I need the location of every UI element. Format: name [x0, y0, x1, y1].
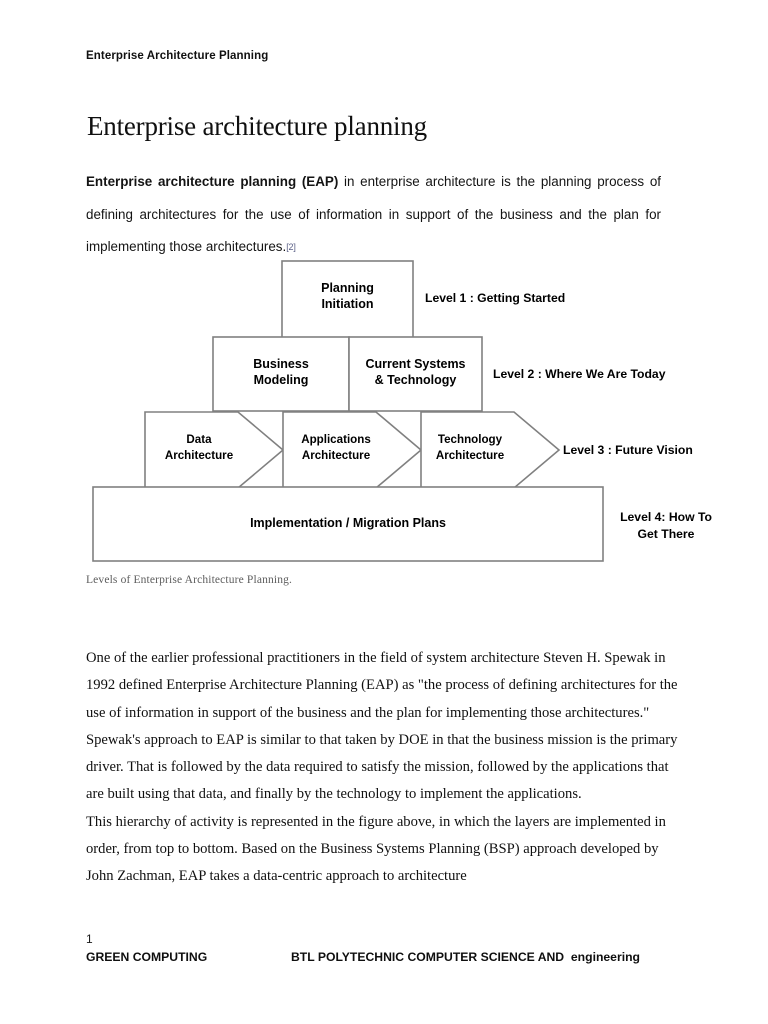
- box-implementation-migration-plans-label: Implementation / Migration Plans: [250, 516, 446, 530]
- box-applications-architecture: [282, 411, 423, 489]
- box-current-systems-line-2: & Technology: [375, 373, 457, 387]
- footer-page-number: 1: [86, 932, 93, 946]
- lead-paragraph: Enterprise architecture planning (EAP) i…: [86, 166, 661, 264]
- level-1-label: Level 1 : Getting Started: [425, 291, 565, 305]
- box-business-modeling-line-2: Modeling: [254, 373, 309, 387]
- level-4-label-line-1: Level 4: How To: [620, 510, 712, 524]
- body-paragraph-2: This hierarchy of activity is represente…: [86, 813, 666, 885]
- box-business-modeling: [212, 336, 350, 412]
- body-text: One of the earlier professional practiti…: [86, 645, 686, 891]
- box-technology-architecture: [420, 411, 561, 489]
- box-planning-initiation: [281, 260, 414, 339]
- figure-caption: Levels of Enterprise Architecture Planni…: [86, 574, 293, 586]
- running-header: Enterprise Architecture Planning: [86, 50, 269, 62]
- level-4-label-line-2: Get There: [638, 527, 695, 541]
- box-data-architecture-line-1: Data: [186, 433, 212, 446]
- box-applications-architecture-line-2: Architecture: [302, 449, 371, 462]
- box-data-architecture: [144, 411, 285, 489]
- footer-right-tail: engineering: [564, 950, 640, 964]
- level-2-group: Business Modeling Current Systems & Tech…: [212, 336, 666, 412]
- footer-right-main: BTL POLYTECHNIC COMPUTER SCIENCE AND: [291, 950, 565, 964]
- footer-row: GREEN COMPUTING BTL POLYTECHNIC COMPUTER…: [86, 950, 686, 964]
- footer-left-text: GREEN COMPUTING: [86, 950, 208, 964]
- level-1-group: Planning Initiation Level 1 : Getting St…: [281, 260, 565, 339]
- citation-marker[interactable]: [2]: [286, 242, 296, 252]
- lead-bold-term: Enterprise architecture planning (EAP): [86, 174, 339, 189]
- box-data-architecture-line-2: Architecture: [165, 449, 234, 462]
- footer-right-text: BTL POLYTECHNIC COMPUTER SCIENCE AND eng…: [291, 950, 640, 964]
- box-implementation-migration-plans: [92, 486, 604, 562]
- level-4-group: Implementation / Migration Plans Level 4…: [92, 486, 712, 562]
- level-3-group: Data Architecture Applications Architect…: [144, 411, 693, 489]
- lead-rest: in enterprise architecture is the planni…: [86, 174, 661, 254]
- box-technology-architecture-line-1: Technology: [438, 433, 503, 446]
- box-current-systems-technology: [348, 336, 483, 412]
- page-footer: 1 GREEN COMPUTING BTL POLYTECHNIC COMPUT…: [86, 931, 686, 964]
- box-current-systems-line-1: Current Systems: [365, 357, 465, 371]
- page-title: Enterprise architecture planning: [87, 111, 427, 142]
- box-business-modeling-line-1: Business: [253, 357, 309, 371]
- box-technology-architecture-line-2: Architecture: [436, 449, 505, 462]
- level-3-label: Level 3 : Future Vision: [563, 443, 693, 457]
- level-2-label: Level 2 : Where We Are Today: [493, 367, 666, 381]
- box-applications-architecture-line-1: Applications: [301, 433, 371, 446]
- box-planning-initiation-line-1: Planning: [321, 281, 374, 295]
- box-planning-initiation-line-2: Initiation: [321, 297, 373, 311]
- body-paragraph-1: One of the earlier professional practiti…: [86, 650, 678, 803]
